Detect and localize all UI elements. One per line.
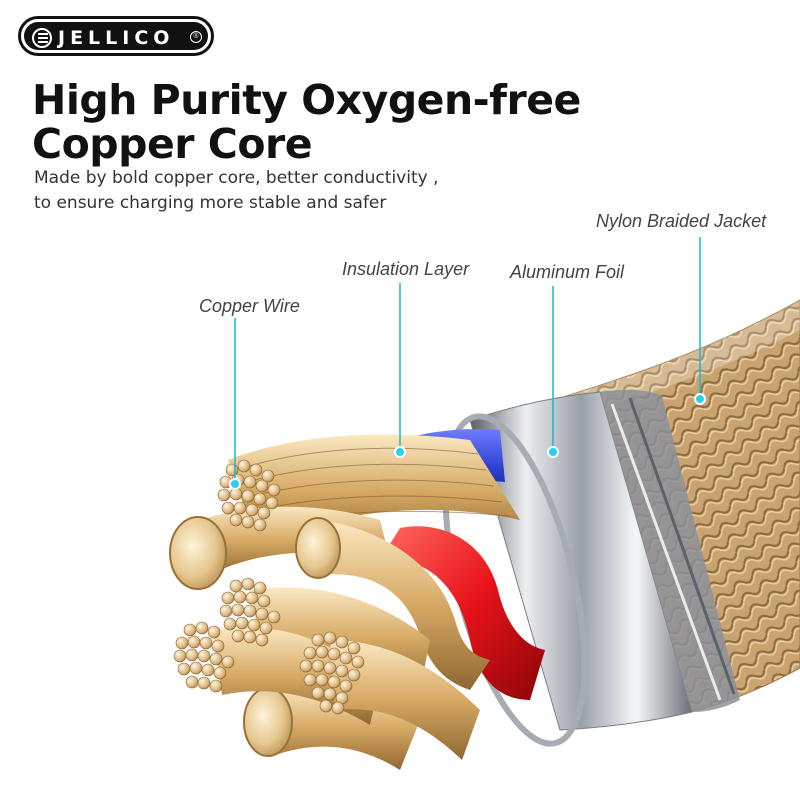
registered-mark: ® bbox=[190, 31, 202, 43]
stranded-wire-end-bottom bbox=[299, 631, 365, 715]
insulation-layer-red bbox=[380, 526, 545, 700]
marker-aluminum bbox=[547, 446, 559, 458]
subtitle-line-2: to ensure charging more stable and safer bbox=[34, 193, 387, 213]
page-subtitle: Made by bold copper core, better conduct… bbox=[34, 166, 514, 216]
copper-conductor-center bbox=[320, 520, 490, 690]
callout-insulation-layer: Insulation Layer bbox=[342, 259, 470, 279]
jellico-e-icon bbox=[32, 28, 52, 48]
callout-nylon-jacket: Nylon Braided Jacket bbox=[596, 211, 767, 231]
title-line-2: Copper Core bbox=[32, 120, 313, 168]
brand-logo: JELLICO ® bbox=[18, 16, 214, 56]
callout-copper-wire: Copper Wire bbox=[199, 296, 300, 316]
page-title: High Purity Oxygen-free Copper Core bbox=[32, 78, 592, 166]
marker-insulation bbox=[394, 446, 406, 458]
brand-logo-text: JELLICO bbox=[58, 27, 175, 49]
stranded-wire-end-middle bbox=[219, 577, 281, 647]
title-line-1: High Purity Oxygen-free bbox=[32, 76, 581, 124]
marker-jacket bbox=[694, 393, 706, 405]
marker-copper-wire bbox=[229, 478, 241, 490]
subtitle-line-1: Made by bold copper core, better conduct… bbox=[34, 168, 439, 188]
stranded-wire-end-left bbox=[173, 621, 235, 693]
callout-aluminum-foil: Aluminum Foil bbox=[510, 262, 625, 282]
